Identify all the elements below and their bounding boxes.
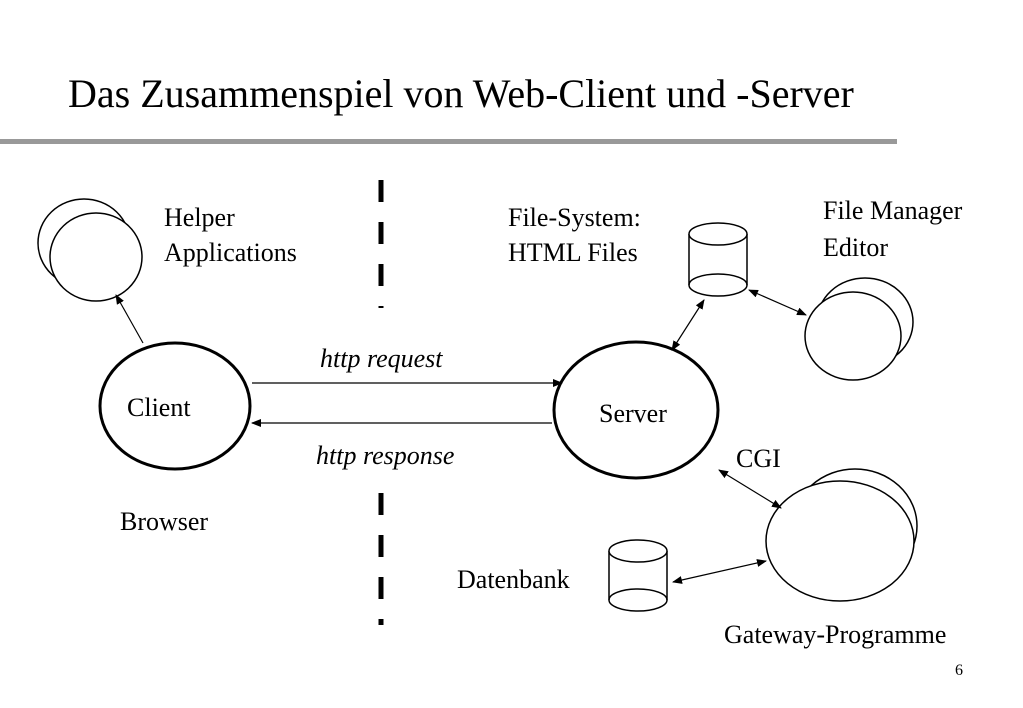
response-label: http response bbox=[316, 441, 455, 470]
filemanager-label-line1: File Manager bbox=[823, 196, 963, 225]
helper-label-line2: Applications bbox=[164, 238, 297, 267]
title-divider bbox=[0, 139, 897, 144]
server-label: Server bbox=[599, 399, 667, 428]
filemanager-label-line2: Editor bbox=[823, 233, 888, 262]
gateway-label: Gateway-Programme bbox=[724, 620, 947, 649]
filesystem-filemanager-arrow bbox=[748, 289, 807, 316]
gateway-programs-node bbox=[765, 468, 918, 602]
gateway-database-arrow bbox=[672, 559, 767, 584]
request-label: http request bbox=[320, 344, 443, 373]
client-helper-arrow bbox=[115, 294, 144, 344]
server-filesystem-arrow bbox=[671, 299, 705, 351]
file-manager-node bbox=[804, 277, 914, 381]
filesystem-label-line2: HTML Files bbox=[508, 238, 638, 267]
database-cylinder-icon bbox=[608, 539, 668, 612]
client-node bbox=[98, 341, 252, 471]
helper-label-line1: Helper bbox=[164, 203, 235, 232]
database-label: Datenbank bbox=[457, 565, 570, 594]
browser-label: Browser bbox=[120, 507, 209, 536]
helper-applications-node bbox=[37, 198, 143, 302]
server-gateway-arrow bbox=[718, 469, 782, 509]
cgi-label: CGI bbox=[736, 444, 781, 473]
page-number: 6 bbox=[955, 662, 963, 679]
filesystem-cylinder-icon bbox=[688, 222, 748, 297]
filesystem-label-line1: File-System: bbox=[508, 203, 641, 232]
client-label: Client bbox=[127, 393, 191, 422]
server-node bbox=[552, 340, 720, 480]
slide-title: Das Zusammenspiel von Web-Client und -Se… bbox=[68, 71, 854, 116]
